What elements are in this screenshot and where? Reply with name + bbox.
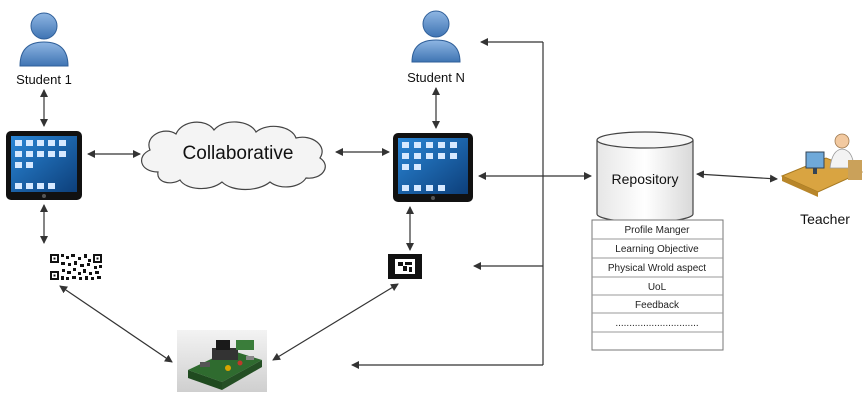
teacher-at-desk-icon xyxy=(780,133,863,197)
tablet1-icon xyxy=(6,131,82,200)
repository-table: Profile Manger Learning Objective Physic… xyxy=(591,219,724,351)
student1-label: Student 1 xyxy=(16,72,72,87)
table-row-learning-objective: Learning Objective xyxy=(615,244,699,255)
table-row-feedback: Feedback xyxy=(635,300,680,311)
qr-code-icon xyxy=(50,254,102,280)
circuit-board-icon xyxy=(177,330,267,392)
table-row-uol: UoL xyxy=(648,282,667,293)
collaborative-cloud-icon xyxy=(141,121,326,191)
repository-label: Repository xyxy=(612,171,679,187)
table-row-profile-manger: Profile Manger xyxy=(624,225,690,236)
connectors xyxy=(40,38,778,369)
qr-board-arrow xyxy=(59,285,173,363)
table-row-ellipsis: .............................. xyxy=(615,318,698,329)
tabletN-icon xyxy=(393,133,473,202)
repository-teacher-arrow xyxy=(696,170,778,183)
marker-board-arrow xyxy=(272,283,399,361)
table-row-physical-wrold-aspect: Physical Wrold aspect xyxy=(608,263,706,274)
studentN-label: Student N xyxy=(407,70,465,85)
teacher-label: Teacher xyxy=(800,211,850,227)
studentN-avatar-icon xyxy=(411,10,461,63)
collaborative-label: Collaborative xyxy=(183,143,294,164)
student1-avatar-icon xyxy=(19,12,69,67)
ar-marker-icon xyxy=(388,254,422,279)
repository-database-icon xyxy=(596,131,694,223)
